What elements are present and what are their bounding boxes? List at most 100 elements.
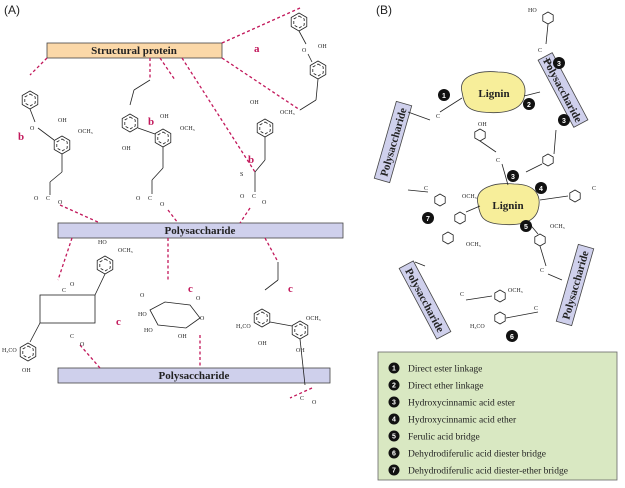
svg-text:O: O <box>302 48 307 54</box>
legend-item-1: 1 Direct ester linkage <box>388 362 482 375</box>
svg-text:O: O <box>30 126 35 132</box>
polysaccharide-bar-b-2: Polysaccharide <box>373 100 413 184</box>
molecule-b2-biphenyl: OH OH OCH₃ C O O <box>121 79 195 208</box>
svg-text:OH: OH <box>122 146 131 152</box>
legend-text: Dehydrodiferulic acid diester bridge <box>408 449 546 460</box>
svg-text:O: O <box>196 296 201 302</box>
panel-b-label: (B) <box>376 3 392 17</box>
legend-number: 3 <box>392 400 396 407</box>
svg-text:C: C <box>592 186 596 192</box>
svg-text:2: 2 <box>527 102 531 109</box>
svg-text:C: C <box>460 292 464 298</box>
svg-text:3: 3 <box>562 118 566 125</box>
molecule-c1-truxillic: HO OCH₃ C O C O H₃CO OH <box>2 240 133 374</box>
lignin-top-label: Lignin <box>478 88 509 100</box>
polysaccharide-box-top: Polysaccharide <box>57 222 344 239</box>
legend-text: Dehydrodiferulic acid diester-ether brid… <box>408 466 568 477</box>
svg-text:H₃CO: H₃CO <box>236 324 251 330</box>
svg-text:O: O <box>136 196 141 202</box>
legend-number: 1 <box>392 366 396 373</box>
svg-text:H₃CO: H₃CO <box>2 348 17 354</box>
svg-text:OH: OH <box>250 100 259 106</box>
svg-text:OCH₃: OCH₃ <box>550 224 565 230</box>
legend-number: 2 <box>392 383 396 390</box>
legend-badge <box>388 396 400 408</box>
legend-badge <box>388 413 400 425</box>
svg-text:H₃CO: H₃CO <box>470 324 485 330</box>
polysaccharide-box-bottom: Polysaccharide <box>57 367 331 384</box>
svg-text:C: C <box>148 196 152 202</box>
polysaccharide-bar-b-4: Polysaccharide <box>555 243 595 327</box>
panel-b-structures: HO C C OH C C OCH₃ OCH₃ C OCH₃ <box>407 8 596 330</box>
svg-text:C: C <box>424 186 428 192</box>
svg-text:HO: HO <box>144 328 153 334</box>
svg-text:C: C <box>496 158 500 164</box>
svg-text:O: O <box>240 194 245 200</box>
svg-text:O: O <box>58 200 63 206</box>
svg-text:OH: OH <box>160 114 169 120</box>
legend-item-7: 7 Dehydrodiferulic acid diester-ether bri… <box>388 464 568 477</box>
badge-3-mid: 3 <box>507 170 519 182</box>
svg-text:C: C <box>46 196 50 202</box>
svg-text:1: 1 <box>442 93 446 100</box>
svg-text:OH: OH <box>258 341 267 347</box>
molecule-c2-sugar: O O HO HO OH O <box>138 293 205 340</box>
link-label-b-3: b <box>248 154 254 166</box>
svg-text:OCH₃: OCH₃ <box>180 126 195 132</box>
svg-text:OH: OH <box>478 122 487 128</box>
svg-text:OCH₃: OCH₃ <box>118 248 133 254</box>
svg-text:7: 7 <box>426 216 430 223</box>
legend-badge <box>388 447 400 459</box>
badge-7: 7 <box>422 212 434 224</box>
svg-text:C: C <box>70 334 74 340</box>
badge-6: 6 <box>506 330 518 342</box>
svg-text:3: 3 <box>511 174 515 181</box>
svg-text:O: O <box>34 196 39 202</box>
svg-text:C: C <box>436 114 440 120</box>
svg-text:C: C <box>540 268 544 274</box>
svg-text:O: O <box>200 316 205 322</box>
badge-1: 1 <box>438 89 450 101</box>
lignin-bottom-label: Lignin <box>492 200 523 212</box>
svg-text:O: O <box>140 293 145 299</box>
legend-badge <box>388 379 400 391</box>
legend-number: 7 <box>392 468 396 475</box>
molecule-a-diaryl-ether: O OH <box>290 12 327 111</box>
svg-text:OCH₃: OCH₃ <box>280 110 295 116</box>
legend-text: Hydroxycinnamic acid ether <box>408 416 517 426</box>
link-label-a: a <box>254 43 260 55</box>
legend-badge <box>388 464 400 476</box>
legend-item-3: 3 Hydroxycinnamic acid ester <box>388 396 516 409</box>
svg-text:O: O <box>262 200 267 206</box>
svg-text:S: S <box>240 172 243 178</box>
svg-text:O: O <box>160 202 165 208</box>
panel-a-label: (A) <box>4 3 20 17</box>
svg-text:C: C <box>252 194 256 200</box>
legend-number: 5 <box>392 434 396 441</box>
legend-text: Direct ester linkage <box>408 365 482 375</box>
svg-text:3: 3 <box>557 61 561 68</box>
lignin-blob-bottom: Lignin <box>477 183 540 226</box>
svg-text:OH: OH <box>296 348 305 354</box>
svg-text:C: C <box>62 288 66 294</box>
svg-text:C: C <box>300 396 304 402</box>
badge-3-top: 3 <box>553 57 565 69</box>
svg-text:HO: HO <box>138 312 147 318</box>
structural-protein-label: Structural protein <box>91 45 177 57</box>
legend-text: Hydroxycinnamic acid ester <box>408 399 516 409</box>
polysaccharide-bottom-label: Polysaccharide <box>159 370 230 382</box>
svg-text:OH: OH <box>178 334 187 340</box>
svg-text:O: O <box>70 282 75 288</box>
link-label-c-3: c <box>288 283 293 295</box>
svg-text:OCH₃: OCH₃ <box>466 242 481 248</box>
svg-text:OH: OH <box>58 118 67 124</box>
svg-text:6: 6 <box>510 334 514 341</box>
link-label-b-2: b <box>148 116 154 128</box>
badge-2: 2 <box>523 98 535 110</box>
svg-text:4: 4 <box>539 186 543 193</box>
svg-text:OCH₃: OCH₃ <box>462 194 477 200</box>
